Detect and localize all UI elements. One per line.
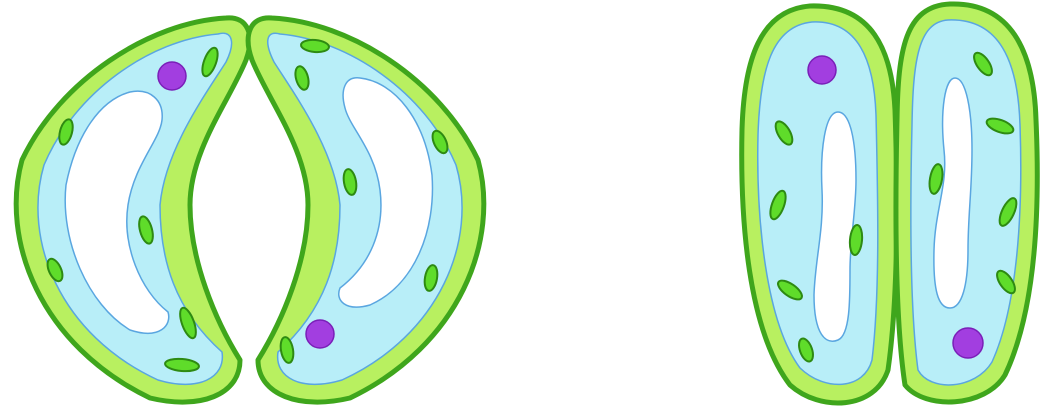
nucleus-icon: [306, 320, 334, 348]
stoma-open: [16, 18, 484, 402]
stoma-closed: [742, 4, 1038, 403]
nucleus-icon: [158, 62, 186, 90]
nucleus-icon: [808, 56, 836, 84]
guard-cell-closed-left: [742, 6, 897, 403]
guard-cell-open-right: [248, 18, 484, 402]
nucleus-icon: [953, 328, 983, 358]
guard-cell-closed-right: [896, 4, 1037, 402]
guard-cell-open-left: [16, 18, 250, 402]
